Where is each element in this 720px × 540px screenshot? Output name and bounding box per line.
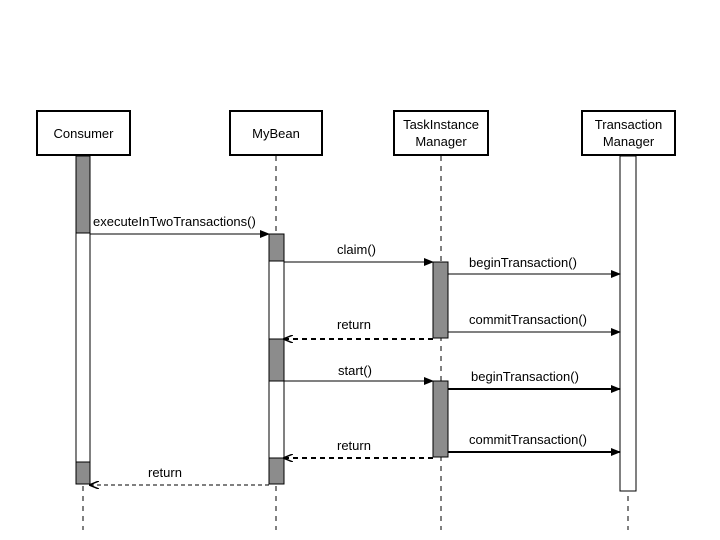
message-execute-label: executeInTwoTransactions() xyxy=(93,214,256,229)
activation-mybean-active-1 xyxy=(268,233,285,262)
activation-consumer-active-bottom xyxy=(75,461,91,485)
activation-consumer-active-top xyxy=(75,155,91,234)
activation-taskinstance-1 xyxy=(432,261,449,339)
activation-taskinstance-2 xyxy=(432,380,449,458)
message-return2-label: return xyxy=(337,438,371,453)
activation-txmanager xyxy=(619,155,637,492)
message-claim-label: claim() xyxy=(337,242,376,257)
participant-transaction-manager: Transaction Manager xyxy=(581,110,676,156)
participant-mybean: MyBean xyxy=(229,110,323,156)
message-begin2-label: beginTransaction() xyxy=(471,369,579,384)
message-begin1-label: beginTransaction() xyxy=(469,255,577,270)
participant-taskinstance-manager: TaskInstance Manager xyxy=(393,110,489,156)
activation-mybean-active-2 xyxy=(268,338,285,382)
message-return3-label: return xyxy=(148,465,182,480)
message-commit1-label: commitTransaction() xyxy=(469,312,587,327)
activation-mybean-active-3 xyxy=(268,457,285,485)
participant-consumer: Consumer xyxy=(36,110,131,156)
message-start-label: start() xyxy=(338,363,372,378)
message-return1-label: return xyxy=(337,317,371,332)
message-commit2-label: commitTransaction() xyxy=(469,432,587,447)
